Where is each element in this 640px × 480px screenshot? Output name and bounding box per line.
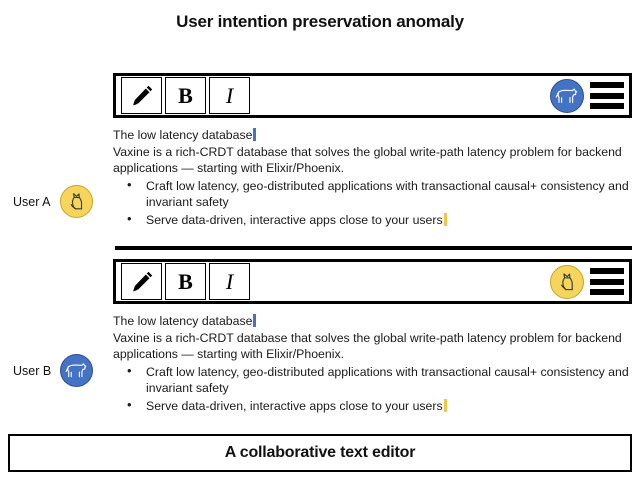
user-a-name: User A (13, 194, 51, 209)
cat-avatar-icon[interactable] (550, 264, 584, 299)
list-item: Serve data-driven, interactive apps clos… (113, 397, 632, 415)
caption-text: A collaborative text editor (224, 444, 416, 461)
bold-button[interactable]: B (165, 263, 206, 300)
list-item: Serve data-driven, interactive apps clos… (113, 211, 632, 229)
remote-caret-amber (443, 212, 447, 226)
hamburger-bar (590, 82, 624, 88)
document-heading: The low latency database (113, 128, 253, 142)
document-bullet-list: Craft low latency, geo-distributed appli… (113, 177, 632, 229)
pencil-icon (129, 269, 155, 295)
user-a-label-group: User A (13, 185, 93, 218)
editor-toolbar-user-a: B I (113, 73, 632, 118)
pencil-icon (129, 83, 155, 109)
hamburger-bar (590, 92, 624, 99)
document-heading-line: The low latency database (113, 127, 632, 144)
list-item: Craft low latency, geo-distributed appli… (113, 177, 632, 211)
bold-button[interactable]: B (165, 77, 206, 114)
bold-label: B (178, 268, 193, 294)
document-body-user-b[interactable]: The low latency database Vaxine is a ric… (113, 304, 632, 414)
list-item-text: Serve data-driven, interactive apps clos… (146, 212, 443, 227)
hamburger-menu-icon[interactable] (590, 82, 624, 109)
editor-toolbar-user-b: B I (113, 259, 632, 304)
document-heading-line: The low latency database (113, 313, 632, 330)
bold-label: B (178, 82, 193, 108)
pencil-button[interactable] (121, 263, 162, 300)
hamburger-menu-icon[interactable] (590, 268, 624, 295)
hamburger-bar (590, 103, 624, 109)
document-paragraph: Vaxine is a rich-CRDT database that solv… (113, 330, 622, 362)
remote-caret-blue (253, 314, 257, 327)
dog-avatar-icon (60, 354, 94, 387)
remote-caret-blue (253, 128, 257, 141)
document-bullet-list: Craft low latency, geo-distributed appli… (113, 363, 632, 415)
italic-label: I (225, 268, 234, 294)
page-title: User intention preservation anomaly (176, 12, 464, 31)
dog-avatar-icon[interactable] (550, 78, 584, 113)
document-body-user-a[interactable]: The low latency database Vaxine is a ric… (113, 118, 632, 228)
italic-button[interactable]: I (209, 77, 250, 114)
hamburger-bar (590, 268, 624, 274)
hamburger-bar (590, 278, 624, 285)
cat-avatar-icon (59, 185, 93, 218)
italic-label: I (225, 82, 234, 108)
pencil-button[interactable] (121, 77, 162, 114)
user-b-name: User B (13, 363, 52, 378)
remote-caret-amber (443, 398, 447, 412)
italic-button[interactable]: I (209, 263, 250, 300)
list-item: Craft low latency, geo-distributed appli… (113, 363, 632, 397)
editor-pane-user-b: B I The low latency data (113, 259, 632, 414)
hamburger-bar (590, 289, 624, 295)
editor-pane-user-a: B I The low latency data (113, 73, 632, 228)
document-paragraph: Vaxine is a rich-CRDT database that solv… (113, 144, 622, 176)
pane-divider (115, 246, 632, 250)
user-b-label-group: User B (13, 354, 94, 387)
caption-box: A collaborative text editor (8, 434, 632, 472)
document-heading: The low latency database (113, 314, 253, 328)
list-item-text: Serve data-driven, interactive apps clos… (146, 398, 443, 413)
